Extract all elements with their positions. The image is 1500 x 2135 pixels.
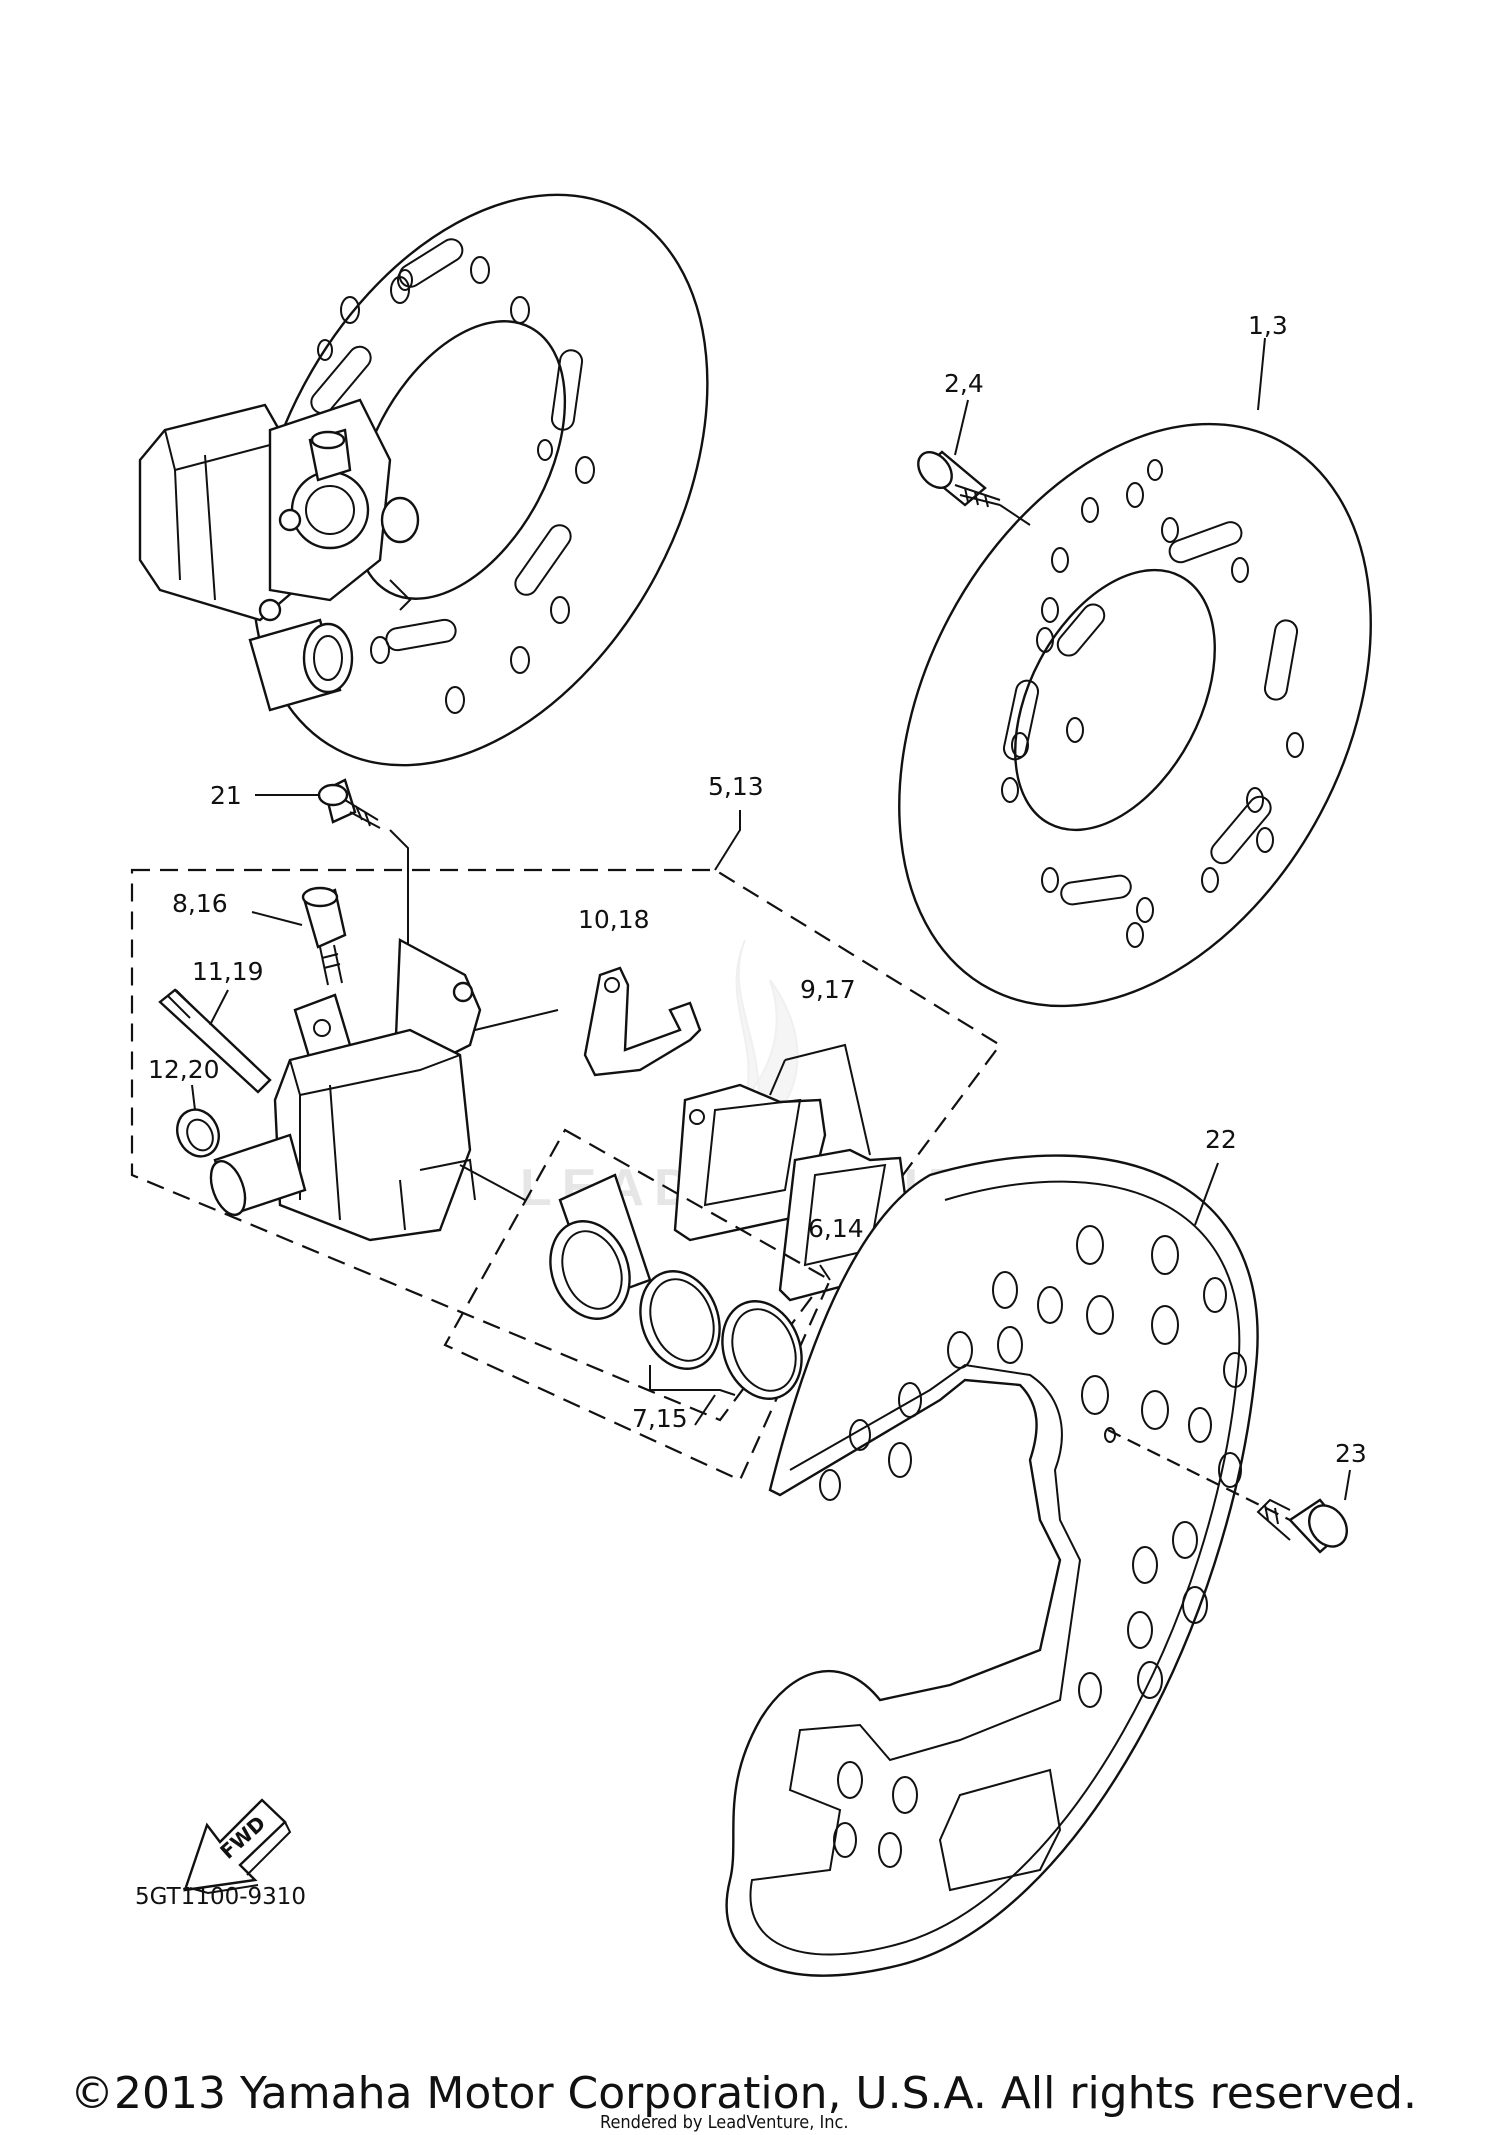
piston-group xyxy=(443,1128,832,1482)
copyright-notice: ©2013 Yamaha Motor Corporation, U.S.A. A… xyxy=(70,2068,1417,2119)
callout-labels: 1,3 2,4 5,13 21 8,16 10,18 11,19 9,17 12… xyxy=(148,311,1367,1501)
callout-11-19: 11,19 xyxy=(192,957,264,986)
callout-7-15: 7,15 xyxy=(632,1404,688,1433)
callout-10-18: 10,18 xyxy=(578,905,650,934)
diagram-part-number: 5GT1100-9310 xyxy=(135,1884,306,1910)
caliper-bolt xyxy=(317,778,409,980)
callout-1-3: 1,3 xyxy=(1248,311,1288,340)
guard-bolt xyxy=(1107,1429,1348,1554)
caliper-pin xyxy=(158,988,272,1094)
fwd-arrow-icon: FWD xyxy=(183,1798,292,1895)
callout-2-4: 2,4 xyxy=(944,369,984,398)
callout-5-13: 5,13 xyxy=(708,772,764,801)
callout-8-16: 8,16 xyxy=(172,889,228,918)
caliper-body xyxy=(209,938,526,1242)
assembled-brake-disc xyxy=(138,193,709,767)
callout-23: 23 xyxy=(1335,1439,1367,1468)
callout-12-20: 12,20 xyxy=(148,1055,220,1084)
disc-bolt xyxy=(917,450,1031,526)
bleed-screw xyxy=(301,886,347,986)
brake-disc xyxy=(898,422,1372,1008)
dust-seal xyxy=(176,1108,220,1158)
pad-spring xyxy=(474,966,702,1077)
disc-guard xyxy=(725,1154,1259,1977)
callout-6-14: 6,14 xyxy=(808,1214,864,1243)
callout-21: 21 xyxy=(210,781,242,810)
callout-22: 22 xyxy=(1205,1125,1237,1154)
callout-9-17: 9,17 xyxy=(800,975,856,1004)
assembled-caliper xyxy=(138,398,420,712)
rendered-by-notice: Rendered by LeadVenture, Inc. xyxy=(600,2112,849,2133)
